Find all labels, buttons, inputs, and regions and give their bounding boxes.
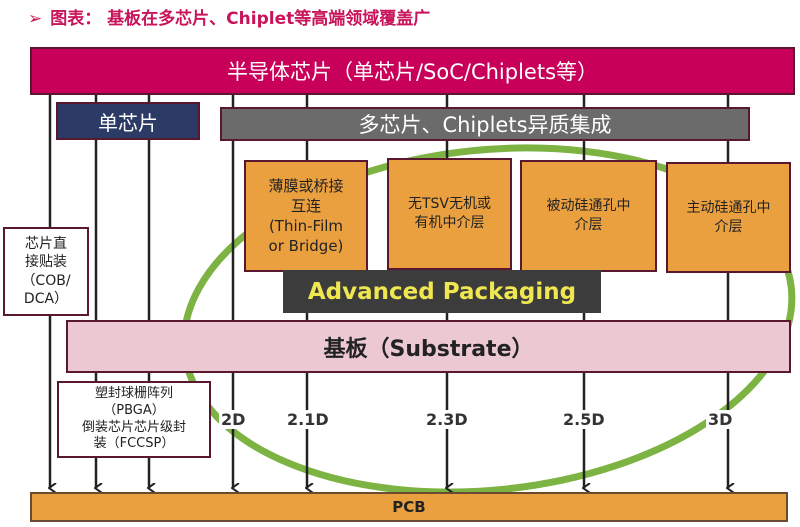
pbga-label: （PBGA）	[103, 402, 165, 418]
semiconductor-chip-bar: 半导体芯片（单芯片/SoC/Chiplets等）	[30, 47, 795, 95]
pbga-label: 装（FCCSP）	[93, 436, 175, 452]
interposer-label: 介层	[574, 217, 603, 233]
interposer-label: 主动硅通孔中	[686, 199, 771, 216]
dimension-label-2-3d: 2.3D	[424, 410, 470, 429]
bullet-arrow-icon: ➢	[28, 9, 43, 29]
interposer-label: 互连	[290, 196, 321, 215]
interposer-passive-tsv: 被动硅通孔中 介层	[520, 160, 657, 272]
interposer-label: 介层	[714, 218, 743, 235]
dimension-label-3d: 3D	[706, 410, 735, 429]
interposer-label: 无TSV无机或	[407, 196, 491, 213]
multi-chip-box: 多芯片、Chiplets异质集成	[220, 107, 750, 141]
cob-label: （COB/	[21, 272, 71, 289]
interposer-label: (Thin-Film	[268, 217, 344, 235]
interposer-active-tsv: 主动硅通孔中 介层	[666, 162, 791, 273]
dimension-label-2-1d: 2.1D	[285, 410, 331, 429]
cob-dca-box: 芯片直 接贴装 （COB/ DCA）	[3, 227, 89, 316]
pcb-bar: PCB	[30, 492, 788, 522]
single-chip-box: 单芯片	[56, 102, 200, 140]
cob-label: 接贴装	[25, 254, 67, 271]
dimension-label-2d: 2D	[219, 410, 248, 429]
title-text: 图表： 基板在多芯片、Chiplet等高端领域覆盖广	[50, 9, 431, 29]
interposer-label: 有机中介层	[414, 215, 485, 231]
pbga-label: 塑封球栅阵列	[94, 385, 173, 401]
pbga-label: 倒装芯片芯片级封	[81, 419, 186, 435]
interposer-label: 被动硅通孔中	[546, 198, 631, 215]
substrate-bar: 基板（Substrate）	[66, 320, 791, 373]
dimension-label-2-5d: 2.5D	[561, 410, 607, 429]
cob-label: 芯片直	[25, 236, 67, 253]
pbga-fccsp-box: 塑封球栅阵列 （PBGA） 倒装芯片芯片级封 装（FCCSP）	[57, 381, 211, 458]
cob-label: DCA）	[23, 290, 69, 307]
interposer-label: or Bridge)	[268, 237, 344, 256]
interposer-label: 薄膜或桥接	[268, 176, 344, 195]
page-title: ➢ 图表： 基板在多芯片、Chiplet等高端领域覆盖广	[28, 4, 430, 29]
advanced-packaging-label: Advanced Packaging	[283, 270, 601, 313]
interposer-no-tsv: 无TSV无机或 有机中介层	[387, 158, 512, 270]
interposer-thin-film-bridge: 薄膜或桥接 互连 (Thin-Film or Bridge)	[244, 160, 368, 272]
